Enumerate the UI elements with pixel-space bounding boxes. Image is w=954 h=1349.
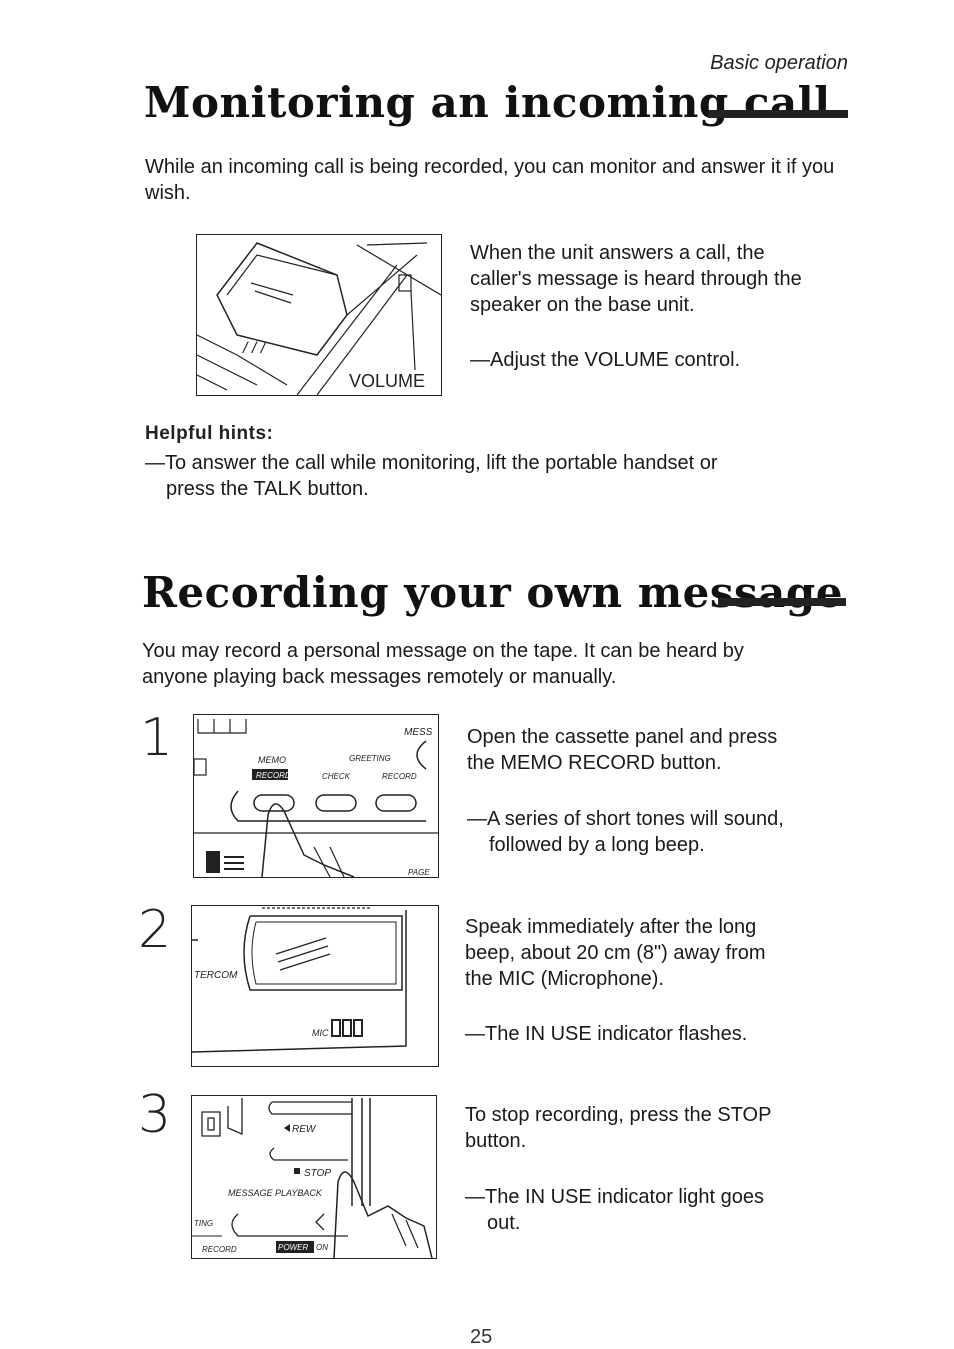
step3-text: To stop recording, press the STOP button…: [465, 1102, 865, 1154]
record-label: RECORD: [202, 1245, 237, 1254]
stop-button-illustration: REW STOP MESSAGE PLAYBACK TING RECORD PO…: [192, 1098, 433, 1258]
title-rule: [708, 110, 848, 118]
step1-note-line1: —A series of short tones will sound,: [467, 808, 784, 830]
step1-note-line2: followed by a long beep.: [489, 834, 705, 856]
step-number: 2: [138, 900, 172, 960]
step3-note-line1: —The IN USE indicator light goes: [465, 1186, 765, 1208]
record-badge: RECORD: [256, 771, 291, 780]
monitoring-description: When the unit answers a call, the caller…: [470, 240, 870, 318]
mess-label: MESS: [404, 727, 433, 738]
rew-label: REW: [292, 1124, 317, 1135]
step2-note: —The IN USE indicator flashes.: [465, 1023, 748, 1045]
tercom-label: TERCOM: [194, 970, 238, 981]
mic-label: MIC: [312, 1028, 329, 1038]
step3-line1: To stop recording, press the STOP: [465, 1104, 772, 1126]
monitoring-desc-line3: speaker on the base unit.: [470, 294, 695, 316]
section-title-monitoring: Monitoring an incoming call: [144, 78, 831, 127]
memo-label: MEMO: [258, 755, 286, 765]
step3-note-line2: out.: [487, 1212, 521, 1234]
step2-text: Speak immediately after the long beep, a…: [465, 914, 865, 992]
monitoring-intro: While an incoming call is being recorded…: [145, 156, 835, 204]
page-number: 25: [470, 1326, 493, 1348]
title-rule: [718, 598, 846, 606]
step1-figure: MESS MEMO GREETING RECORD CHECK RECORD P…: [193, 714, 439, 878]
step1-line2: the MEMO RECORD button.: [467, 752, 722, 774]
recording-intro: You may record a personal message on the…: [142, 638, 862, 690]
step1-text: Open the cassette panel and press the ME…: [467, 724, 867, 776]
volume-figure: / / / VOLUME: [196, 234, 442, 396]
svg-text:/ / /: / / /: [242, 340, 267, 357]
recording-intro-line2: anyone playing back messages remotely or…: [142, 666, 617, 688]
step2-line2: beep, about 20 cm (8") away from: [465, 942, 766, 964]
step3-line2: button.: [465, 1130, 527, 1152]
memo-record-illustration: MESS MEMO GREETING RECORD CHECK RECORD P…: [194, 719, 438, 877]
step1-line1: Open the cassette panel and press: [467, 726, 778, 748]
step3-note: —The IN USE indicator light goes out.: [465, 1184, 865, 1236]
step-number: 3: [138, 1085, 172, 1145]
monitoring-desc-line1: When the unit answers a call, the: [470, 242, 765, 264]
ting-label: TING: [194, 1219, 213, 1228]
microphone-illustration: TERCOM MIC: [192, 907, 407, 1053]
section-title-recording: Recording your own message: [142, 568, 843, 617]
volume-illustration: / / / VOLUME: [197, 242, 441, 395]
monitoring-adjust: —Adjust the VOLUME control.: [470, 349, 741, 371]
step2-line1: Speak immediately after the long: [465, 916, 757, 938]
record-label: RECORD: [382, 772, 417, 781]
on-label: ON: [316, 1243, 328, 1252]
hints-title: Helpful hints:: [145, 423, 274, 444]
stop-label: STOP: [304, 1168, 331, 1179]
recording-intro-line1: You may record a personal message on the…: [142, 640, 744, 662]
power-badge: POWER: [278, 1243, 308, 1252]
greeting-label: GREETING: [349, 754, 391, 763]
hints-line1: —To answer the call while monitoring, li…: [145, 452, 718, 474]
step2-line3: the MIC (Microphone).: [465, 968, 664, 990]
check-label: CHECK: [322, 772, 351, 781]
step2-figure: TERCOM MIC: [191, 905, 439, 1067]
step1-note: —A series of short tones will sound, fol…: [467, 806, 867, 858]
step3-figure: REW STOP MESSAGE PLAYBACK TING RECORD PO…: [191, 1095, 437, 1259]
hints-line2: press the TALK button.: [166, 478, 369, 500]
volume-label: VOLUME: [349, 371, 425, 391]
step-number: 1: [140, 708, 174, 768]
playback-label: MESSAGE PLAYBACK: [228, 1188, 323, 1198]
section-header: Basic operation: [710, 52, 848, 74]
page-label: PAGE: [408, 868, 430, 877]
monitoring-desc-line2: caller's message is heard through the: [470, 268, 802, 290]
